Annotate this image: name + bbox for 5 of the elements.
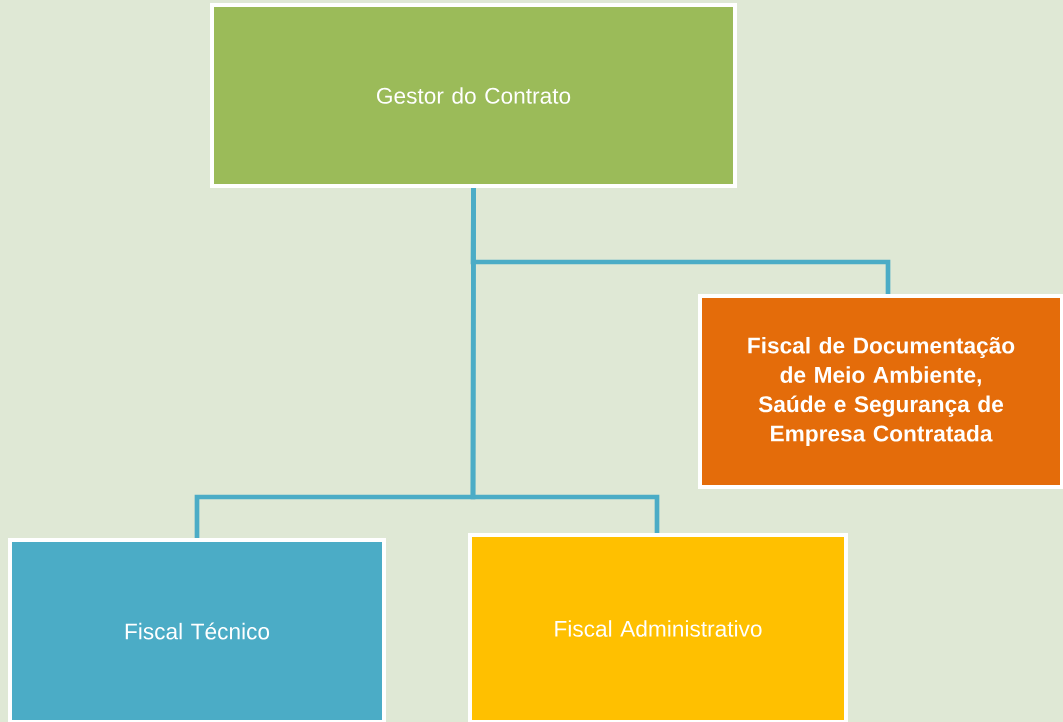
org-box: Fiscal de Documentação de Meio Ambiente, Saúde e Segurança de Empresa Contratada <box>698 294 1063 489</box>
org-box: Gestor do Contrato <box>210 3 737 188</box>
connector-line <box>470 188 660 533</box>
org-box: Fiscal Administrativo <box>468 533 848 722</box>
org-box: Fiscal Técnico <box>8 538 386 722</box>
